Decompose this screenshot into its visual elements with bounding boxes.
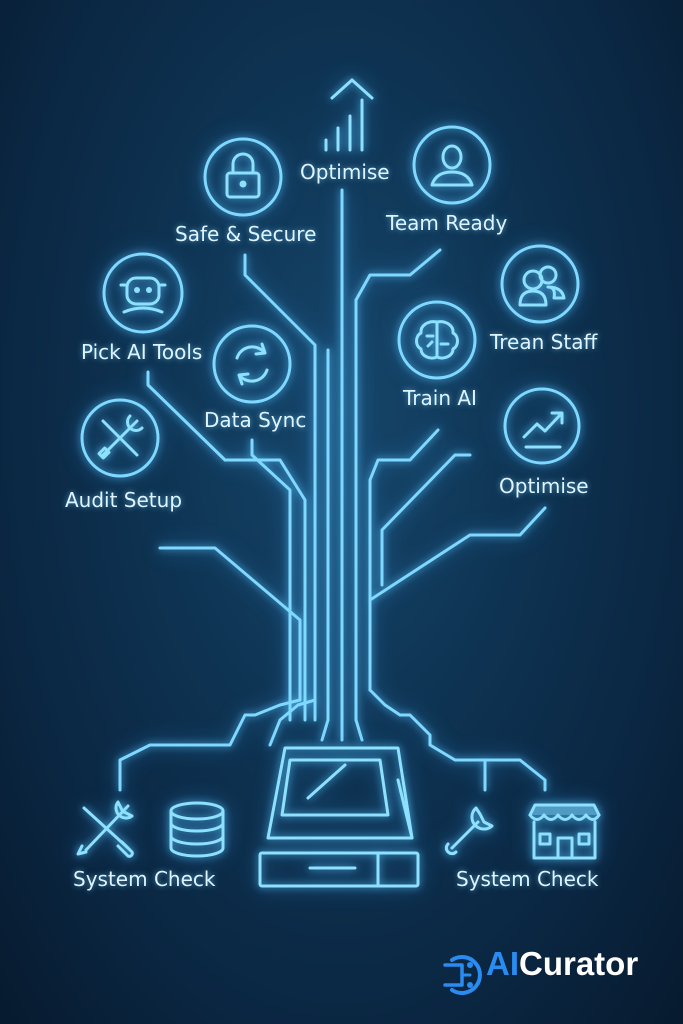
person-icon	[412, 125, 492, 205]
logo-curator-text: Curator	[519, 945, 639, 982]
label-safe-secure: Safe & Secure	[175, 222, 317, 246]
database-icon	[169, 801, 225, 858]
label-system-check-left: System Check	[73, 867, 216, 891]
computer-icon	[258, 746, 420, 888]
label-team-ready: Team Ready	[386, 211, 508, 235]
wrench-screwdriver-icon	[76, 800, 134, 858]
label-train-ai: Train AI	[403, 386, 477, 410]
logo-ai-text: AI	[486, 945, 519, 982]
store-icon	[528, 803, 601, 860]
label-audit-setup: Audit Setup	[65, 488, 183, 512]
lock-icon	[203, 137, 283, 217]
tools-icon	[80, 398, 160, 478]
users-icon	[500, 244, 580, 324]
growth-arrow-icon	[324, 78, 374, 152]
brand-logo: AICurator	[438, 945, 638, 983]
wrench-icon	[444, 806, 494, 856]
brain-icon	[397, 300, 477, 380]
sync-icon	[212, 324, 292, 404]
label-optimise-right: Optimise	[499, 474, 589, 498]
ai-curator-logo-icon	[443, 955, 482, 995]
label-trean-staff: Trean Staff	[490, 330, 598, 354]
label-optimise-top: Optimise	[300, 160, 390, 184]
robot-icon	[102, 252, 184, 334]
logo-wordmark: AICurator	[486, 945, 638, 983]
label-data-sync: Data Sync	[204, 408, 307, 432]
circuit-lines	[118, 188, 547, 792]
label-system-check-right: System Check	[456, 867, 599, 891]
trend-chart-icon	[503, 387, 581, 465]
label-pick-ai-tools: Pick AI Tools	[81, 340, 203, 364]
